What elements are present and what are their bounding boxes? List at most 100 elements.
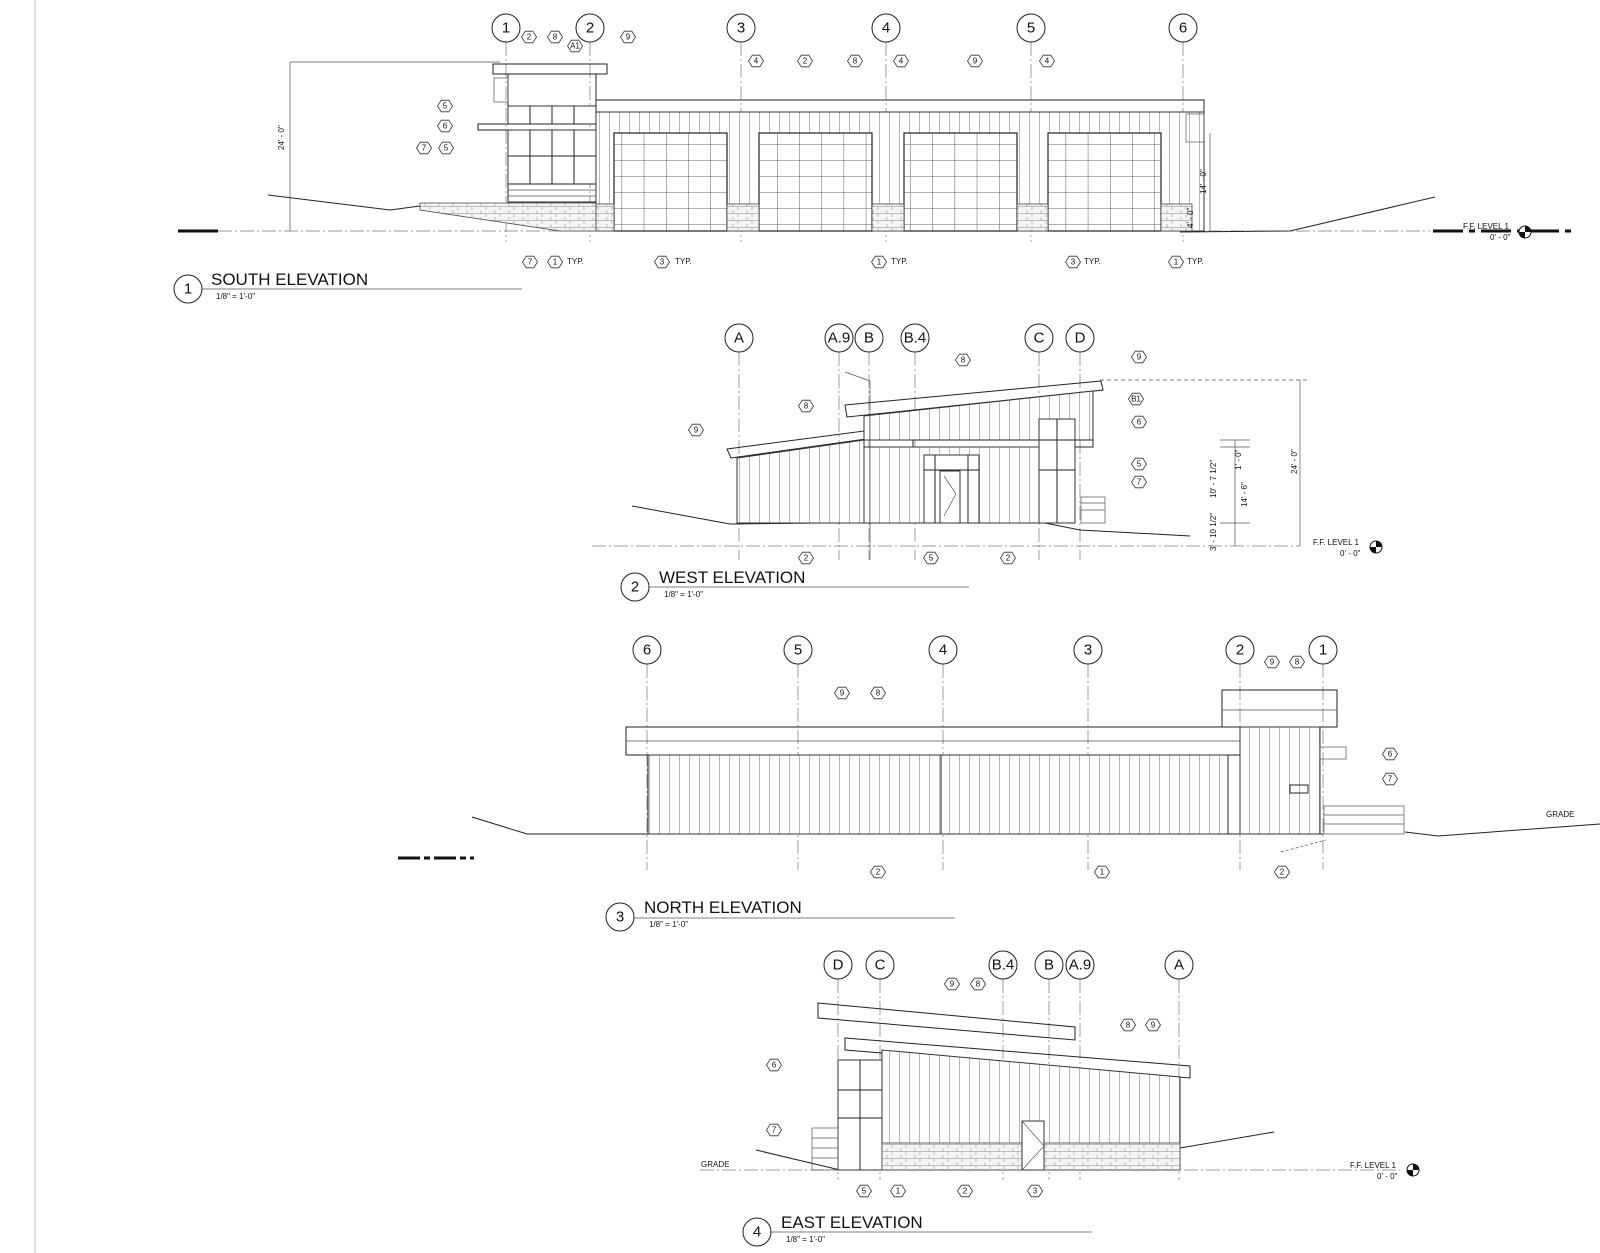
grid-label: 4 bbox=[882, 20, 890, 37]
keynote-tag-icon bbox=[847, 54, 863, 68]
grid-label: A.9 bbox=[1069, 957, 1092, 974]
keynote-tag-label: 8 bbox=[876, 689, 881, 698]
keynote-tag-icon bbox=[437, 119, 453, 133]
grid-bubble bbox=[1225, 635, 1255, 665]
keynote-tag-label: 3 bbox=[660, 258, 665, 267]
grid-bubble bbox=[1024, 323, 1054, 353]
keynote-tag-icon bbox=[1264, 655, 1280, 669]
south-stone-base bbox=[419, 202, 613, 232]
keynote-tag-label: 9 bbox=[973, 57, 978, 66]
south-door-dim: 14' - 0" bbox=[1199, 169, 1208, 194]
keynote-tag-icon bbox=[797, 54, 813, 68]
keynote-tag-label: 1 bbox=[896, 1187, 901, 1196]
keynote-tag-icon bbox=[1168, 255, 1184, 269]
keynote-tag-icon bbox=[890, 1184, 906, 1198]
overhead-door-4 bbox=[1047, 132, 1162, 232]
grid-bubble bbox=[1016, 13, 1046, 43]
keynote-tag-icon bbox=[834, 686, 850, 700]
keynote-tag-icon bbox=[1094, 865, 1110, 879]
grid-label: 5 bbox=[1027, 20, 1035, 37]
keynote-tag-label: 5 bbox=[1137, 460, 1142, 469]
grid-label: D bbox=[1075, 330, 1086, 347]
grid-label: A.9 bbox=[828, 330, 851, 347]
grid-label: 3 bbox=[1084, 642, 1092, 659]
grid-bubble bbox=[823, 950, 853, 980]
grid-label: 3 bbox=[737, 20, 745, 37]
east-level-value: 0' - 0" bbox=[1377, 1172, 1398, 1181]
grid-label: 4 bbox=[939, 642, 947, 659]
typ-note: TYP. bbox=[567, 257, 584, 266]
south-level-value: 0' - 0" bbox=[1490, 233, 1511, 242]
grid-label: C bbox=[1034, 330, 1045, 347]
keynote-tag-label: 2 bbox=[876, 868, 881, 877]
view-number: 3 bbox=[616, 909, 624, 926]
overhead-door-1 bbox=[613, 132, 728, 232]
keynote-tag-icon bbox=[521, 30, 537, 44]
grid-label: 1 bbox=[1319, 642, 1327, 659]
keynote-tag-label: 6 bbox=[772, 1061, 777, 1070]
keynote-tag-icon bbox=[871, 255, 887, 269]
keynote-tag-icon bbox=[1039, 54, 1055, 68]
south-railing bbox=[507, 183, 597, 203]
keynote-tag-label: 9 bbox=[840, 689, 845, 698]
keynote-tag-icon bbox=[967, 54, 983, 68]
keynote-tag-label: 2 bbox=[803, 57, 808, 66]
keynote-tag-label: 4 bbox=[754, 57, 759, 66]
keynote-tag-icon bbox=[1120, 1018, 1136, 1032]
grid-bubble bbox=[1034, 950, 1064, 980]
east-door bbox=[1021, 1120, 1045, 1171]
keynote-tag-label: 2 bbox=[527, 33, 532, 42]
grid-bubble bbox=[1073, 635, 1103, 665]
grid-label: A bbox=[734, 330, 744, 347]
keynote-tag-icon bbox=[1382, 747, 1398, 761]
south-canopy bbox=[477, 123, 597, 131]
view-number: 2 bbox=[631, 579, 639, 596]
grade-line-right bbox=[1179, 196, 1436, 233]
keynote-tag-icon bbox=[1289, 655, 1305, 669]
keynote-tag-label: 5 bbox=[443, 102, 448, 111]
keynote-tag-label: 2 bbox=[1006, 554, 1011, 563]
keynote-tag-icon bbox=[416, 141, 432, 155]
keynote-tag-icon bbox=[1131, 457, 1147, 471]
view-scale: 1/8" = 1'-0" bbox=[649, 920, 688, 929]
east-low-roof bbox=[844, 1037, 1191, 1079]
keynote-tag-icon bbox=[955, 353, 971, 367]
stone-pier bbox=[1016, 203, 1049, 232]
keynote-tag-icon bbox=[620, 30, 636, 44]
keynote-tag-label: 5 bbox=[444, 144, 449, 153]
keynote-tag-icon bbox=[870, 865, 886, 879]
grid-bubble bbox=[1308, 635, 1338, 665]
north-window bbox=[1289, 784, 1309, 794]
keynote-tag-label: 6 bbox=[1388, 750, 1393, 759]
grid-bubble bbox=[824, 323, 854, 353]
west-high-roof bbox=[844, 380, 1104, 418]
typ-note: TYP. bbox=[891, 257, 908, 266]
keynote-tag-label: 8 bbox=[804, 402, 809, 411]
grid-label: 1 bbox=[502, 20, 510, 37]
keynote-tag-label: 8 bbox=[1295, 658, 1300, 667]
south-height-dim: 24' - 0" bbox=[277, 125, 286, 150]
keynote-tag-icon bbox=[798, 399, 814, 413]
north-main-wall bbox=[647, 754, 1229, 835]
keynote-tag-label: 7 bbox=[528, 258, 533, 267]
keynote-tag-icon bbox=[1065, 255, 1081, 269]
keynote-tag-label: 8 bbox=[961, 356, 966, 365]
keynote-tag-label: 4 bbox=[1045, 57, 1050, 66]
stone-pier bbox=[595, 203, 615, 232]
grid-bubble bbox=[1065, 950, 1095, 980]
overhead-door-2 bbox=[758, 132, 873, 232]
keynote-tag-label: 9 bbox=[1270, 658, 1275, 667]
west-dim-b: 10' - 7 1/2" bbox=[1209, 460, 1218, 498]
view-number: 1 bbox=[184, 281, 192, 298]
keynote-tag-label: B1 bbox=[1131, 395, 1141, 404]
keynote-tag-label: 4 bbox=[899, 57, 904, 66]
keynote-tag-label: 9 bbox=[694, 426, 699, 435]
keynote-tag-label: 2 bbox=[804, 554, 809, 563]
east-high-roof bbox=[817, 1002, 1076, 1041]
west-dim-a: 1' - 0" bbox=[1234, 449, 1243, 470]
south-level-name: F.F. LEVEL 1 bbox=[1463, 222, 1510, 231]
south-base-dim: 4' - 0" bbox=[1186, 207, 1195, 228]
south-vent bbox=[1185, 113, 1205, 143]
